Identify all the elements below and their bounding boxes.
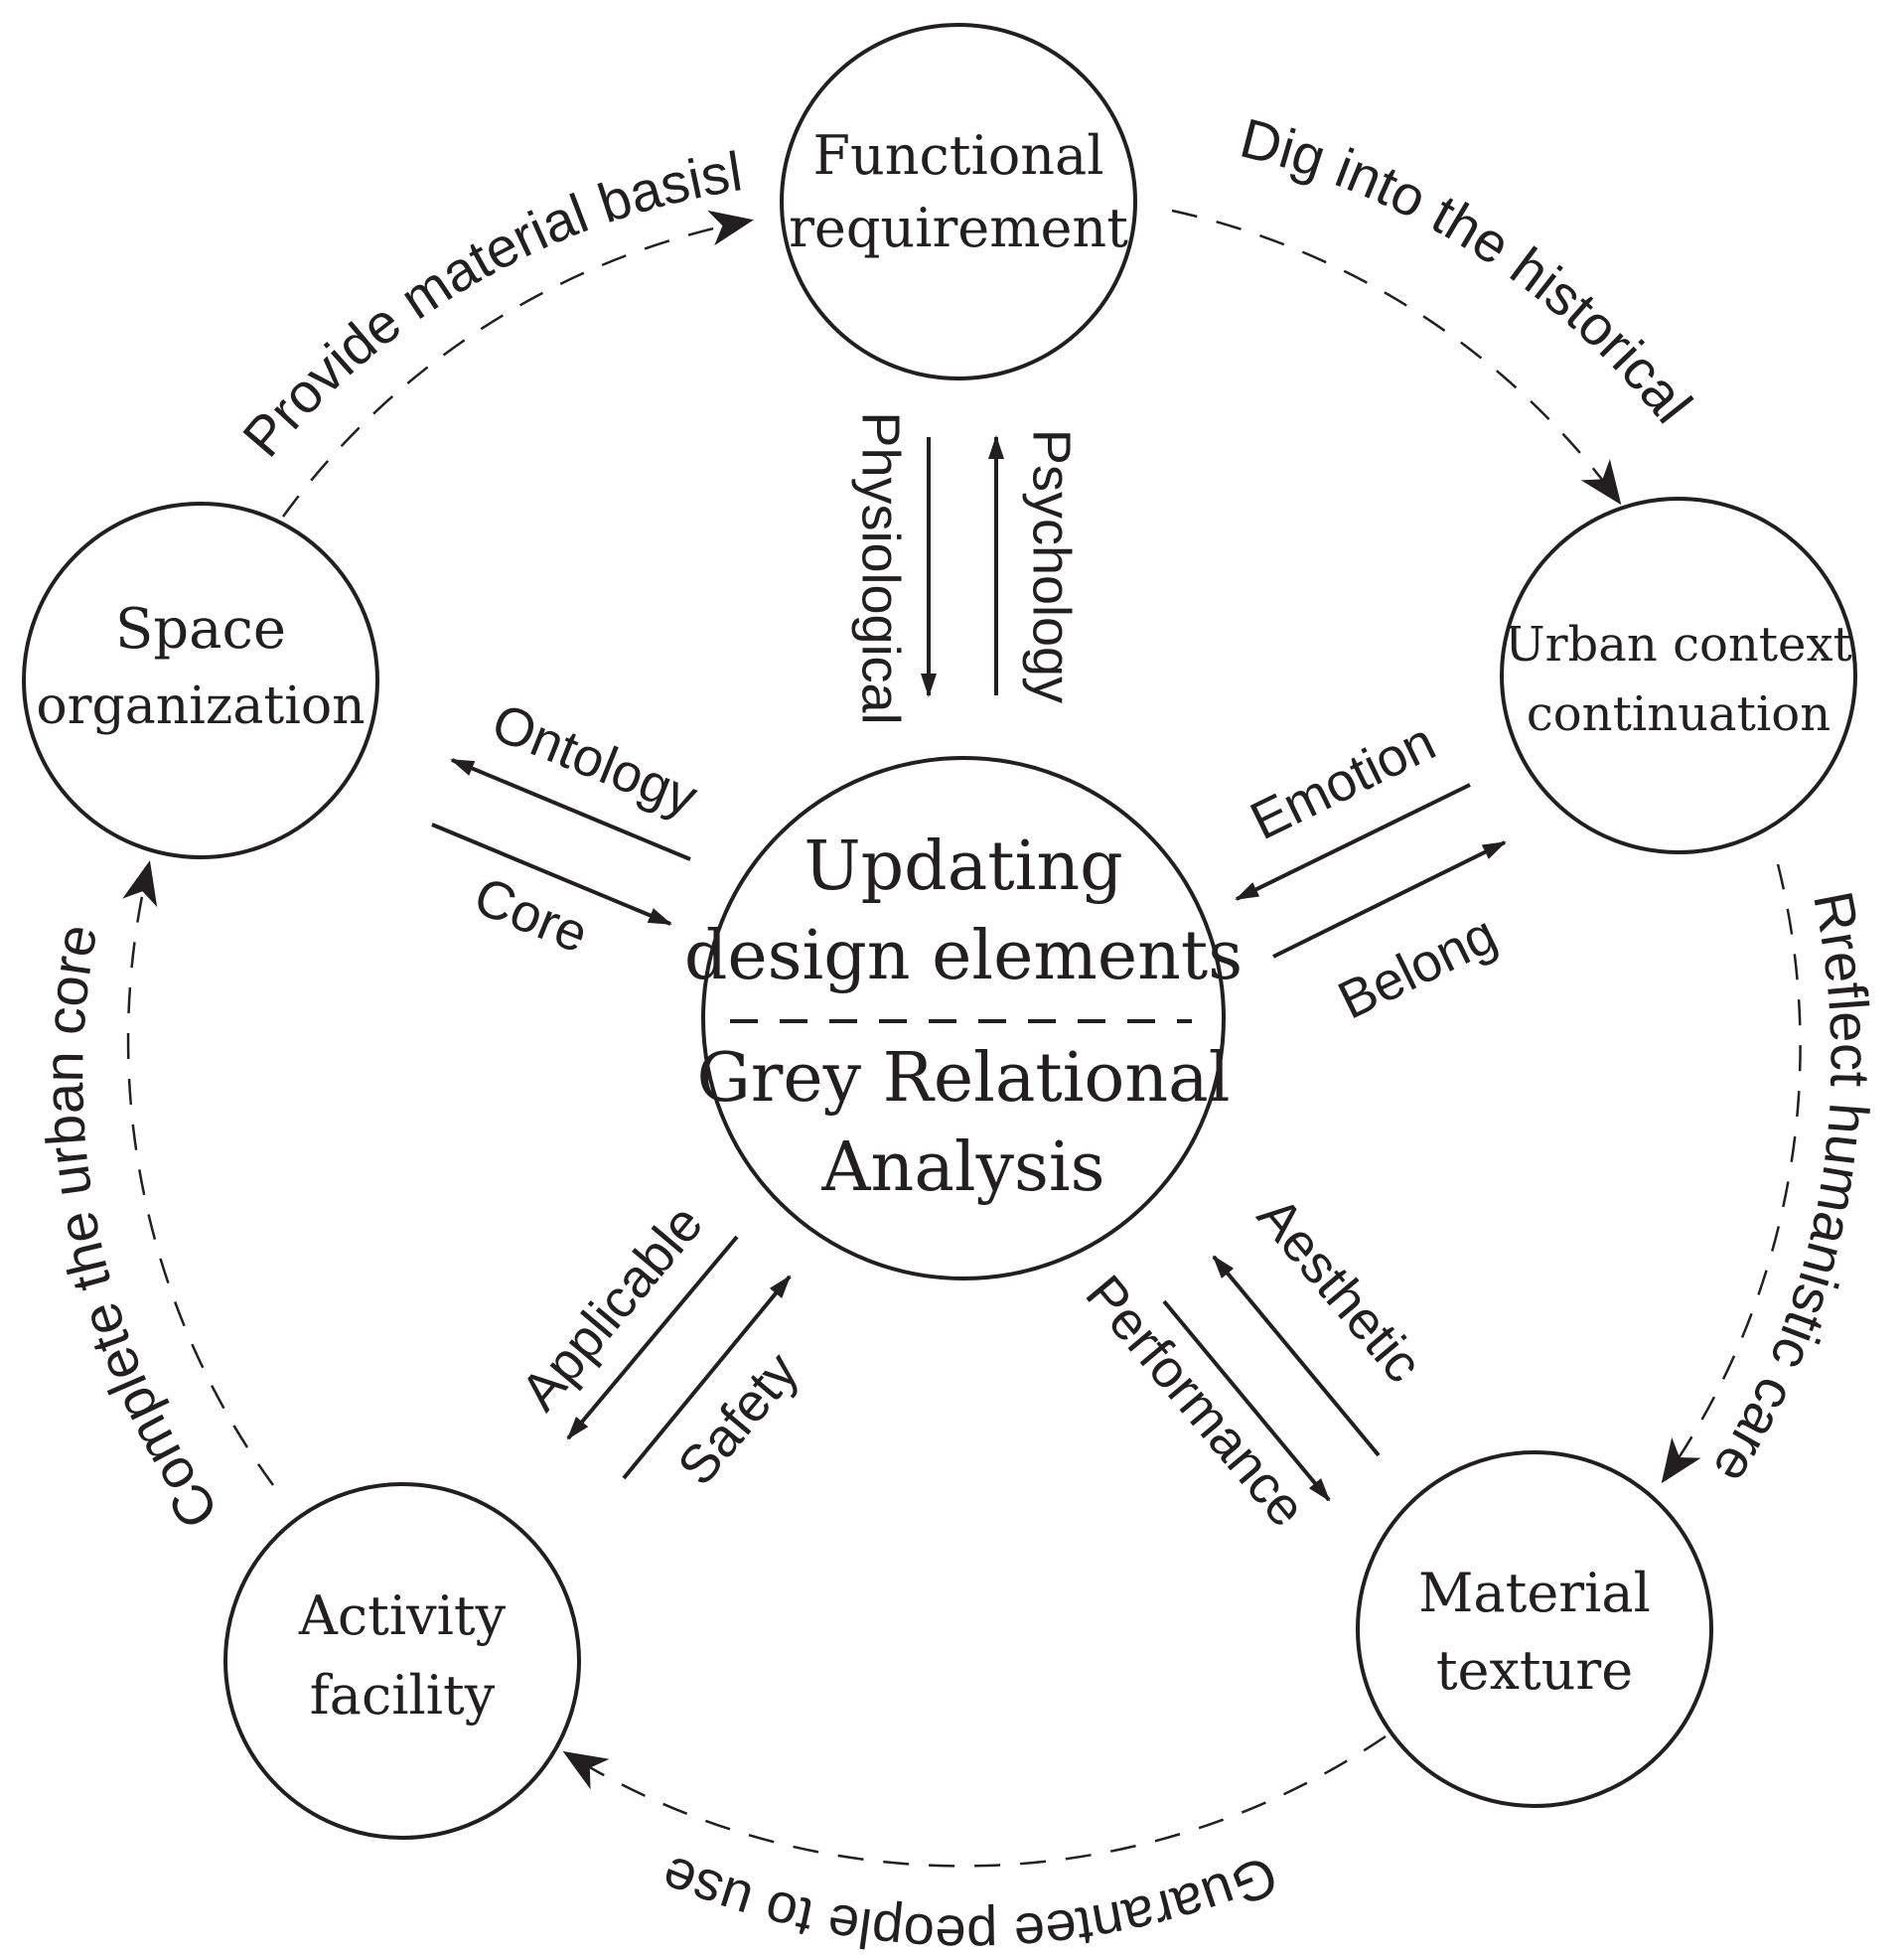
cycle-label-guarantee: Guarantee people to use [653,1844,1286,1955]
node-functional-circle [780,23,1137,380]
node-urban-context: Urban context continuation [1500,497,1857,854]
node-space-line2: organization [36,677,365,736]
node-functional-line1: Functional [813,124,1104,187]
node-urban-circle [1500,497,1857,854]
node-activity-line2: facility [310,1664,496,1727]
node-urban-line1: Urban context [1505,617,1852,673]
node-functional-requirement: Functional requirement [780,23,1137,380]
label-emotion: Emotion [1242,711,1444,851]
node-functional-line2: requirement [789,197,1128,259]
node-space-organization: Space organization [22,502,379,859]
node-material-texture: Material texture [1356,1450,1713,1808]
node-center-line1: Updating [804,827,1122,906]
cycle-arrow-activity-to-space [122,860,275,1486]
node-center-line3: Grey Relational [697,1039,1231,1118]
arrow-applicable [566,1235,739,1440]
cycle-label-complete: Complete the urban core [32,920,230,1540]
arrow-safety [622,1275,792,1480]
arrow-ontology [450,758,691,861]
node-center: Updating design elements Grey Relational… [684,756,1243,1280]
label-core: Core [466,866,596,965]
label-aesthetic: Aesthetic [1245,1186,1433,1394]
relation-arrows [431,435,1507,1502]
node-material-circle [1356,1450,1713,1808]
cycle-label-provide: Provide material basisl [230,139,746,468]
node-center-line4: Analysis [820,1128,1104,1207]
node-space-line1: Space [115,597,286,662]
node-urban-line2: continuation [1527,686,1831,742]
cycle-arrow-material-to-activity [562,1734,1387,1868]
node-center-circle [701,756,1226,1280]
label-performance: Performance [1074,1265,1317,1538]
cycle-arrow-functional-to-urban [1171,209,1622,506]
label-belong: Belong [1329,904,1505,1031]
node-activity-circle [223,1482,581,1840]
node-space-circle [22,502,379,859]
arrow-aesthetic [1212,1255,1381,1457]
cycle-arrow-space-to-functional [281,210,754,518]
arrow-belong [1272,840,1507,959]
node-center-line2: design elements [684,917,1243,995]
cycle-arrow-urban-to-material [1661,863,1802,1484]
arrow-emotion [1235,783,1471,901]
label-physiological: Physiological [851,411,911,724]
outer-cycle [122,209,1802,1868]
cycle-label-dig: Dig into the historical [1235,106,1704,435]
node-activity-line1: Activity [298,1584,507,1647]
node-activity-facility: Activity facility [223,1482,581,1840]
node-material-line2: texture [1436,1639,1633,1702]
arrow-core [431,823,672,926]
label-ontology: Ontology [484,692,705,828]
label-psychology: Psychology [1022,429,1082,703]
cycle-label-reflect: Rreflect humanistic care [1701,886,1882,1495]
label-safety: Safety [666,1342,809,1497]
arrow-performance [1162,1299,1331,1502]
node-material-line1: Material [1418,1562,1651,1624]
